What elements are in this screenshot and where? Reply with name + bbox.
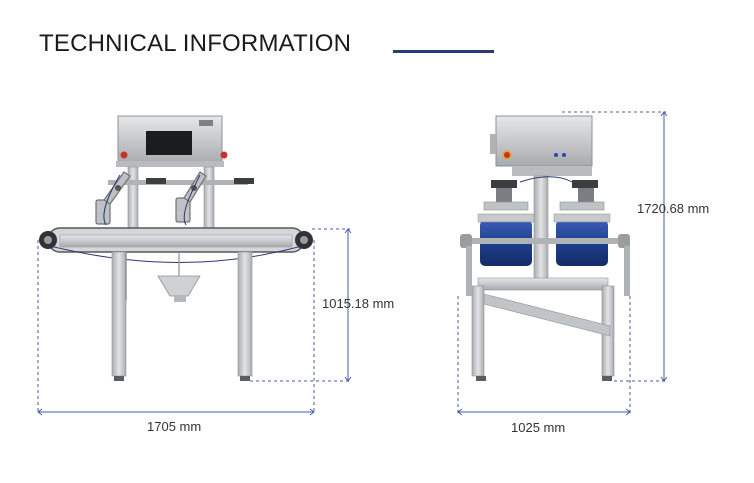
page-title: TECHNICAL INFORMATION <box>39 30 352 57</box>
front-emergency-indicator-right <box>220 151 228 159</box>
side-leg-left <box>471 285 485 377</box>
front-dimension-lines <box>37 228 350 412</box>
side-dimension-lines <box>457 111 666 414</box>
front-leg-left <box>111 251 127 377</box>
front-leg-right <box>237 251 253 377</box>
front-view-machine <box>39 115 313 381</box>
front-width-label: 1705 mm <box>147 419 202 434</box>
front-display-screen <box>146 131 192 155</box>
front-height-label: 1015.18 mm <box>322 296 395 311</box>
title-underline <box>393 50 494 53</box>
side-width-label: 1025 mm <box>511 420 566 435</box>
side-control-cabinet <box>495 115 593 167</box>
side-view-machine <box>460 115 630 381</box>
front-hopper <box>157 275 201 297</box>
side-emergency-stop-button <box>504 152 510 158</box>
front-brand-plate <box>199 120 213 126</box>
side-height-label: 1720.68 mm <box>637 201 710 216</box>
front-emergency-indicator-left <box>120 151 128 159</box>
